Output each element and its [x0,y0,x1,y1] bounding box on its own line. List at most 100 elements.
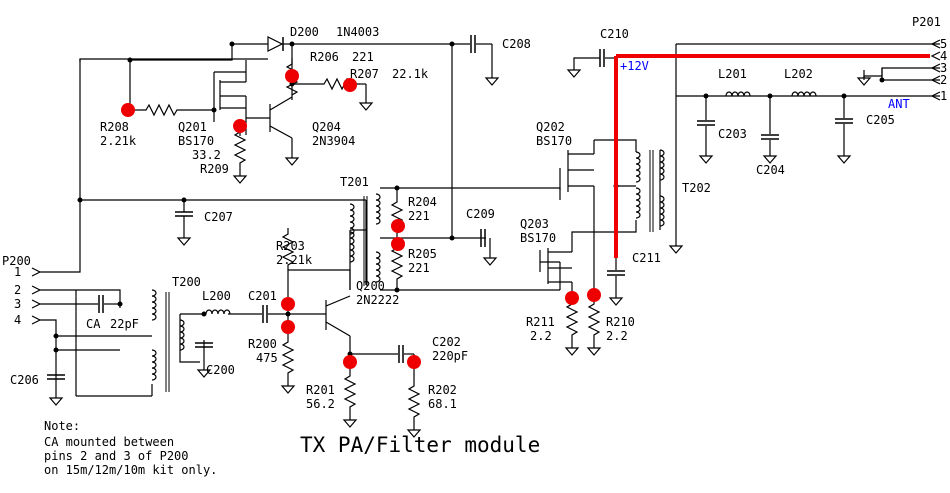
label-p201-pin2: 2 [940,73,947,87]
label-ca-value: 22pF [110,317,139,331]
junctions [53,41,885,357]
label-r203-value: 2.21k [276,253,313,267]
label-r203-ref: R203 [276,239,305,253]
label-c205-ref: C205 [866,113,895,127]
label-q200-ref: Q200 [356,279,385,293]
label-p200-pin4: 4 [14,313,21,327]
note-heading: Note: [44,419,80,433]
label-p201-pin4: 4 [940,49,947,63]
label-d200-ref: D200 [290,25,319,39]
ground-symbols [49,61,871,438]
label-r202-ref: R202 [428,383,457,397]
resistor-r202 [408,379,420,423]
label-t200-ref: T200 [172,275,201,289]
note-line-2: pins 2 and 3 of P200 [44,449,189,463]
label-r207-ref: R207 [350,67,379,81]
label-p200: P200 [2,254,31,268]
label-q204-ref: Q204 [312,120,341,134]
label-r209-value: 33.2 [192,148,221,162]
label-c210-ref: C210 [600,27,629,41]
test-point-r210 [587,288,601,302]
label-c202-ref: C202 [432,335,461,349]
label-q200-value: 2N2222 [356,293,399,307]
label-l202-ref: L202 [784,67,813,81]
label-p201-pin5: 5 [940,37,947,51]
test-point-r206 [285,69,299,83]
test-point-r205 [391,237,405,251]
label-q204-value: 2N3904 [312,134,355,148]
label-q202-value: BS170 [536,134,572,148]
label-q202-ref: Q202 [536,120,565,134]
label-r208-ref: R208 [100,120,129,134]
label-q203-ref: Q203 [520,217,549,231]
label-q203-value: BS170 [520,231,556,245]
label-r206-value: 221 [352,50,374,64]
label-r205-value: 221 [408,261,430,275]
label-r202-value: 68.1 [428,397,457,411]
label-supply-12v: +12V [620,59,649,73]
label-r204-ref: R204 [408,195,437,209]
label-r201-value: 56.2 [306,397,335,411]
test-point-r204 [391,219,405,233]
test-point-r201 [343,355,357,369]
label-l200-ref: L200 [202,289,231,303]
capacitor-c202 [398,344,404,364]
connector-arrows [31,39,941,325]
label-r210-value: 2.2 [606,329,628,343]
label-r210-ref: R210 [606,315,635,329]
transformer-t200 [151,289,185,392]
capacitor-c210 [599,48,605,68]
label-c207-ref: C207 [204,210,233,224]
capacitor-c204 [760,134,780,140]
label-q201-ref: Q201 [178,120,207,134]
label-r211-value: 2.2 [530,329,552,343]
label-ant: ANT [888,97,910,111]
label-c204-ref: C204 [756,163,785,177]
label-t201-ref: T201 [340,175,369,189]
resistor-r210 [588,297,600,341]
capacitor-c207 [174,211,194,217]
capacitor-c201 [262,304,268,324]
label-p200-pin2: 2 [14,283,21,297]
label-c209-ref: C209 [466,207,495,221]
labels: D200 1N4003 R206 221 R207 22.1k R208 2.2… [2,15,947,477]
transformer-t201 [349,193,381,286]
label-c203-ref: C203 [718,127,747,141]
label-c208-ref: C208 [502,37,531,51]
label-r207-value: 22.1k [392,67,429,81]
resistor-r201 [344,369,356,413]
test-points [121,69,601,369]
label-c202-value: 220pF [432,349,468,363]
label-t202-ref: T202 [682,181,711,195]
test-point-r211 [565,291,579,305]
capacitor-c211 [606,270,626,276]
label-c206-ref: C206 [10,373,39,387]
label-p201-pin1: 1 [940,89,947,103]
label-r201-ref: R201 [306,383,335,397]
capacitor-c203 [696,120,716,126]
label-r206-ref: R206 [310,50,339,64]
label-r200-ref: R200 [248,337,277,351]
label-p200-pin1: 1 [14,265,21,279]
label-c211-ref: C211 [632,251,661,265]
diode-d200 [267,36,292,52]
capacitor-c205 [834,118,854,124]
label-ca-ref: CA [86,317,101,331]
capacitor-ca [98,294,104,314]
resistor-r208 [139,104,183,116]
label-r205-ref: R205 [408,247,437,261]
label-r208-value: 2.21k [100,134,137,148]
label-d200-value: 1N4003 [336,25,379,39]
test-point-r202 [407,355,421,369]
label-q201-value: BS170 [178,134,214,148]
test-point-r209 [233,119,247,133]
label-p201: P201 [912,15,941,29]
label-r200-value: 475 [256,351,278,365]
transformer-t202 [635,149,665,232]
label-c201-ref: C201 [248,289,277,303]
diagram-title: TX PA/Filter module [300,433,540,457]
test-point-r200 [281,320,295,334]
wires [40,43,940,397]
